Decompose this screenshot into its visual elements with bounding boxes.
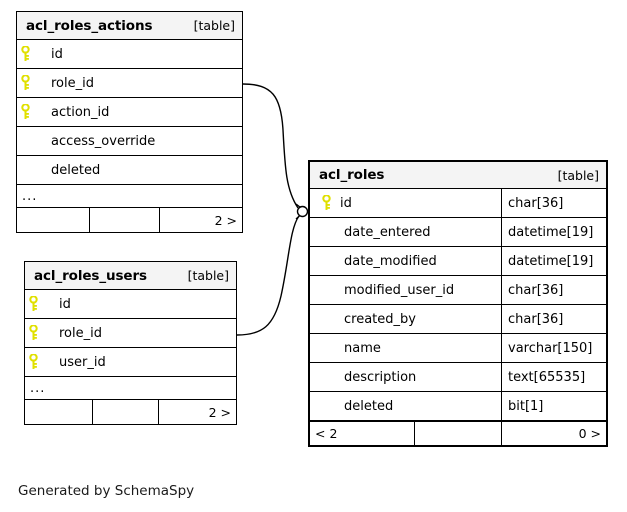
crowsfoot-prong-lower xyxy=(295,210,306,220)
column-type: varchar[150] xyxy=(508,340,593,356)
relationship-edge-roles-users xyxy=(236,215,300,336)
column-name-cell: id xyxy=(310,189,502,217)
primary-key-icon xyxy=(17,75,33,91)
table-row[interactable]: deleted xyxy=(17,156,242,185)
table-footer: < 2 0 > xyxy=(310,421,606,445)
footer-middle[interactable] xyxy=(415,422,502,445)
column-name: role_id xyxy=(59,325,102,341)
table-footer: 2 > xyxy=(17,208,242,232)
table-row[interactable]: id char[36] xyxy=(310,189,606,218)
table-header: acl_roles_actions [table] xyxy=(17,12,242,40)
table-footer: 2 > xyxy=(25,400,236,424)
table-type-tag: [table] xyxy=(187,268,229,283)
column-name: description xyxy=(310,363,502,391)
table-row[interactable]: access_override xyxy=(17,127,242,156)
footer-right-count[interactable]: 2 > xyxy=(214,212,237,228)
column-name: id xyxy=(59,296,71,312)
relationship-edge-roles-actions xyxy=(242,83,299,209)
cardinality-zero-circle xyxy=(296,205,309,218)
table-title: acl_roles_actions xyxy=(26,17,153,34)
table-row[interactable]: description text[65535] xyxy=(310,363,606,392)
table-type-tag: [table] xyxy=(557,167,599,183)
column-type: char[36] xyxy=(508,311,564,327)
column-name: id xyxy=(51,46,63,62)
column-type: bit[1] xyxy=(508,398,544,414)
table-row[interactable]: date_modified datetime[19] xyxy=(310,247,606,276)
column-name: user_id xyxy=(59,354,106,370)
table-row[interactable]: user_id xyxy=(25,348,236,377)
column-name: created_by xyxy=(310,305,502,333)
column-type: text[65535] xyxy=(508,369,586,385)
footer-left-count[interactable]: < 2 xyxy=(310,422,415,445)
footer-left[interactable] xyxy=(25,400,93,424)
more-columns-indicator: ... xyxy=(17,185,242,208)
table-row[interactable]: created_by char[36] xyxy=(310,305,606,334)
table-row[interactable]: name varchar[150] xyxy=(310,334,606,363)
more-columns-indicator: ... xyxy=(25,377,236,400)
primary-key-icon xyxy=(17,46,33,62)
table-title: acl_roles xyxy=(319,167,385,183)
table-row[interactable]: deleted bit[1] xyxy=(310,392,606,421)
primary-key-icon xyxy=(25,296,41,312)
table-title: acl_roles_users xyxy=(34,267,147,284)
column-name: access_override xyxy=(51,133,156,149)
column-name: date_modified xyxy=(310,247,502,275)
table-row[interactable]: id xyxy=(25,290,236,319)
table-row[interactable]: role_id xyxy=(25,319,236,348)
crowsfoot-prong-upper xyxy=(295,203,306,212)
column-name: id xyxy=(340,195,352,211)
table-acl-roles[interactable]: acl_roles [table] id char[36] date_enter… xyxy=(308,160,608,447)
diagram-caption: Generated by SchemaSpy xyxy=(18,483,195,499)
column-name: name xyxy=(310,334,502,362)
table-row[interactable]: role_id xyxy=(17,69,242,98)
column-type: char[36] xyxy=(508,282,564,298)
table-header: acl_roles_users [table] xyxy=(25,262,236,290)
table-type-tag: [table] xyxy=(193,18,235,33)
primary-key-icon xyxy=(25,325,41,341)
footer-right-count[interactable]: 2 > xyxy=(208,404,231,420)
table-row[interactable]: id xyxy=(17,40,242,69)
primary-key-icon xyxy=(25,354,41,370)
footer-middle[interactable] xyxy=(93,400,159,424)
column-name: role_id xyxy=(51,75,94,91)
table-acl-roles-users[interactable]: acl_roles_users [table] id xyxy=(24,261,237,425)
primary-key-icon xyxy=(17,104,33,120)
footer-right-count[interactable]: 0 > xyxy=(578,426,601,441)
table-header: acl_roles [table] xyxy=(310,162,606,189)
primary-key-icon xyxy=(318,195,334,211)
column-type: datetime[19] xyxy=(508,253,594,269)
column-name: action_id xyxy=(51,104,110,120)
column-name: date_entered xyxy=(310,218,502,246)
table-row[interactable]: modified_user_id char[36] xyxy=(310,276,606,305)
column-name: deleted xyxy=(51,162,101,178)
column-type: datetime[19] xyxy=(508,224,594,240)
column-name: modified_user_id xyxy=(310,276,502,304)
column-name: deleted xyxy=(310,392,502,420)
footer-left[interactable] xyxy=(17,208,90,232)
footer-middle[interactable] xyxy=(90,208,160,232)
table-acl-roles-actions[interactable]: acl_roles_actions [table] id xyxy=(16,11,243,233)
table-row[interactable]: date_entered datetime[19] xyxy=(310,218,606,247)
table-row[interactable]: action_id xyxy=(17,98,242,127)
column-type: char[36] xyxy=(508,195,564,211)
